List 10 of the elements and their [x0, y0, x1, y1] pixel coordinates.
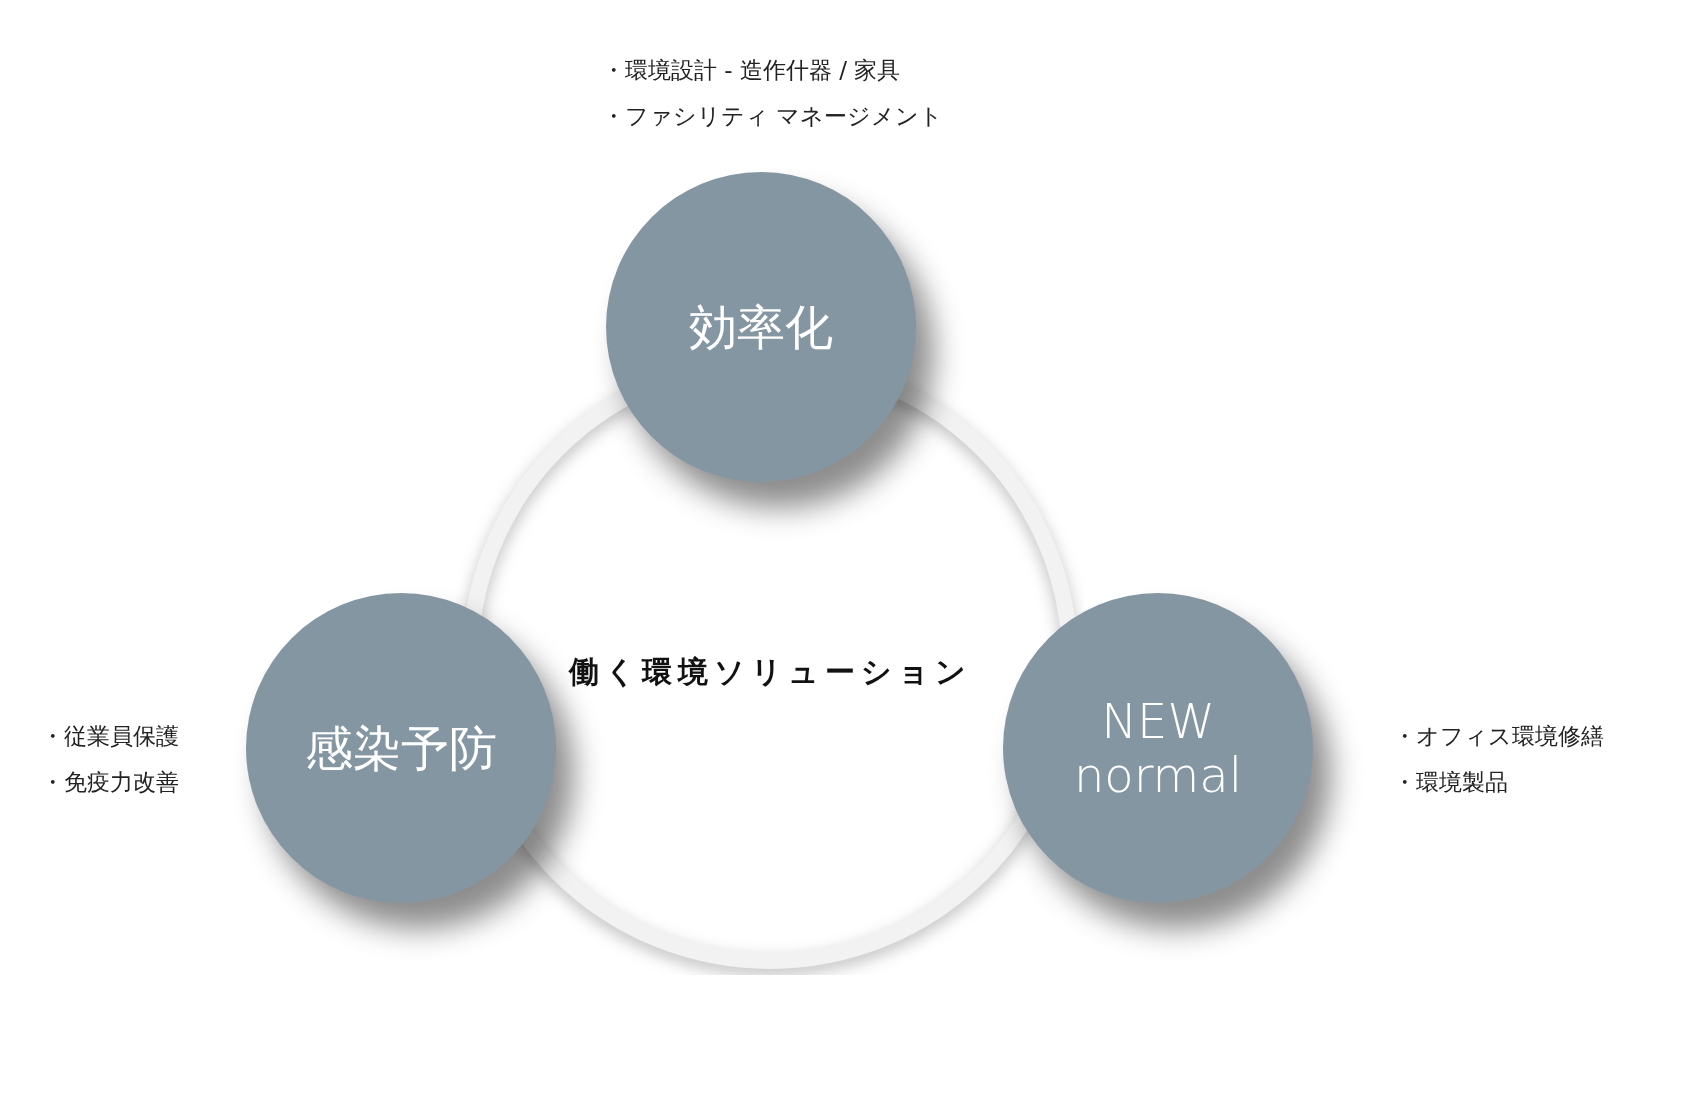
center-title: 働く環境ソリューション: [550, 641, 990, 703]
circle-label: 効率化: [688, 300, 834, 354]
bullet-text: ・従業員保護: [41, 722, 179, 751]
bullet-text: ・ファシリティ マネージメント: [602, 102, 944, 131]
bullet-text: ・オフィス環境修繕: [1393, 722, 1604, 751]
bullet-text: ・環境設計 - 造作什器 / 家具: [602, 56, 901, 85]
bullet-text: ・環境製品: [1393, 768, 1508, 797]
circle-label: NEW normal: [1072, 694, 1244, 802]
bullet-text: ・免疫力改善: [41, 768, 179, 797]
circle-label: 感染予防: [304, 721, 498, 775]
